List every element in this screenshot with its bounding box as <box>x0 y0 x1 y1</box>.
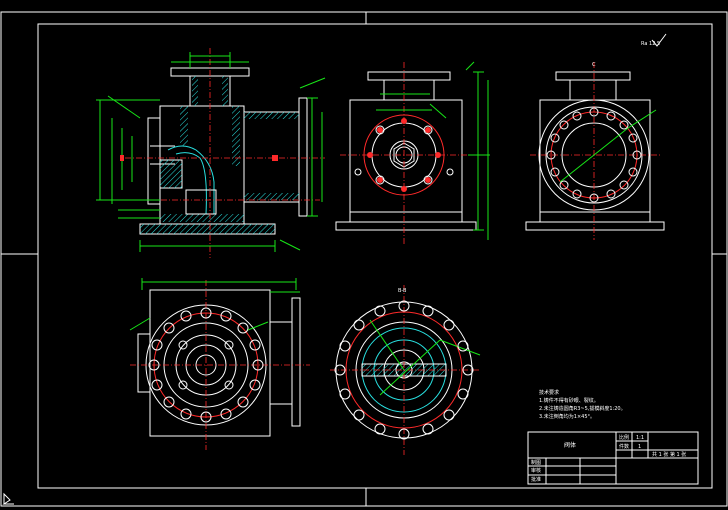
scale-label: 比例 <box>619 434 629 441</box>
roughness-label: Ra 12.5 <box>641 41 660 47</box>
bottom-left-view <box>129 278 310 450</box>
front-view <box>335 61 490 245</box>
tech-note-1: 1.铸件不得有砂眼、裂纹。 <box>539 397 599 404</box>
view-c-label: C <box>592 62 596 68</box>
approved-label: 批准 <box>531 476 541 483</box>
roughness-symbol: Ra 12.5 <box>641 33 667 47</box>
side-view: C <box>525 62 665 240</box>
drawing-frame <box>0 11 728 507</box>
main-section-view <box>96 48 326 258</box>
tech-note-3: 3.未注倒角均为1×45°。 <box>539 413 595 420</box>
section-b-view: B-B <box>330 285 481 455</box>
tech-notes-heading: 技术要求 <box>539 389 559 396</box>
designed-label: 制图 <box>531 459 541 466</box>
count-value: 1 <box>638 444 641 450</box>
part-name: 阀体 <box>564 441 576 449</box>
ucs-icon <box>2 492 14 505</box>
b-bolt-holes <box>334 300 474 440</box>
side-bolt-holes <box>546 107 642 203</box>
section-b-label: B-B <box>398 288 407 294</box>
title-block: 阀体 比例 1:1 件数 1 共 1 张 第 1 张 制图 审核 批准 <box>527 431 699 485</box>
checked-label: 审核 <box>531 467 541 474</box>
sheet-text: 共 1 张 第 1 张 <box>652 451 686 458</box>
count-label: 件数 <box>619 443 629 450</box>
tech-notes: 技术要求 1.铸件不得有砂眼、裂纹。 2.未注铸造圆角R3~5,拔模斜度1:20… <box>539 389 626 420</box>
scale-value: 1:1 <box>636 435 644 441</box>
bl-bolt-holes <box>148 307 264 423</box>
tech-note-2: 2.未注铸造圆角R3~5,拔模斜度1:20。 <box>539 405 626 412</box>
